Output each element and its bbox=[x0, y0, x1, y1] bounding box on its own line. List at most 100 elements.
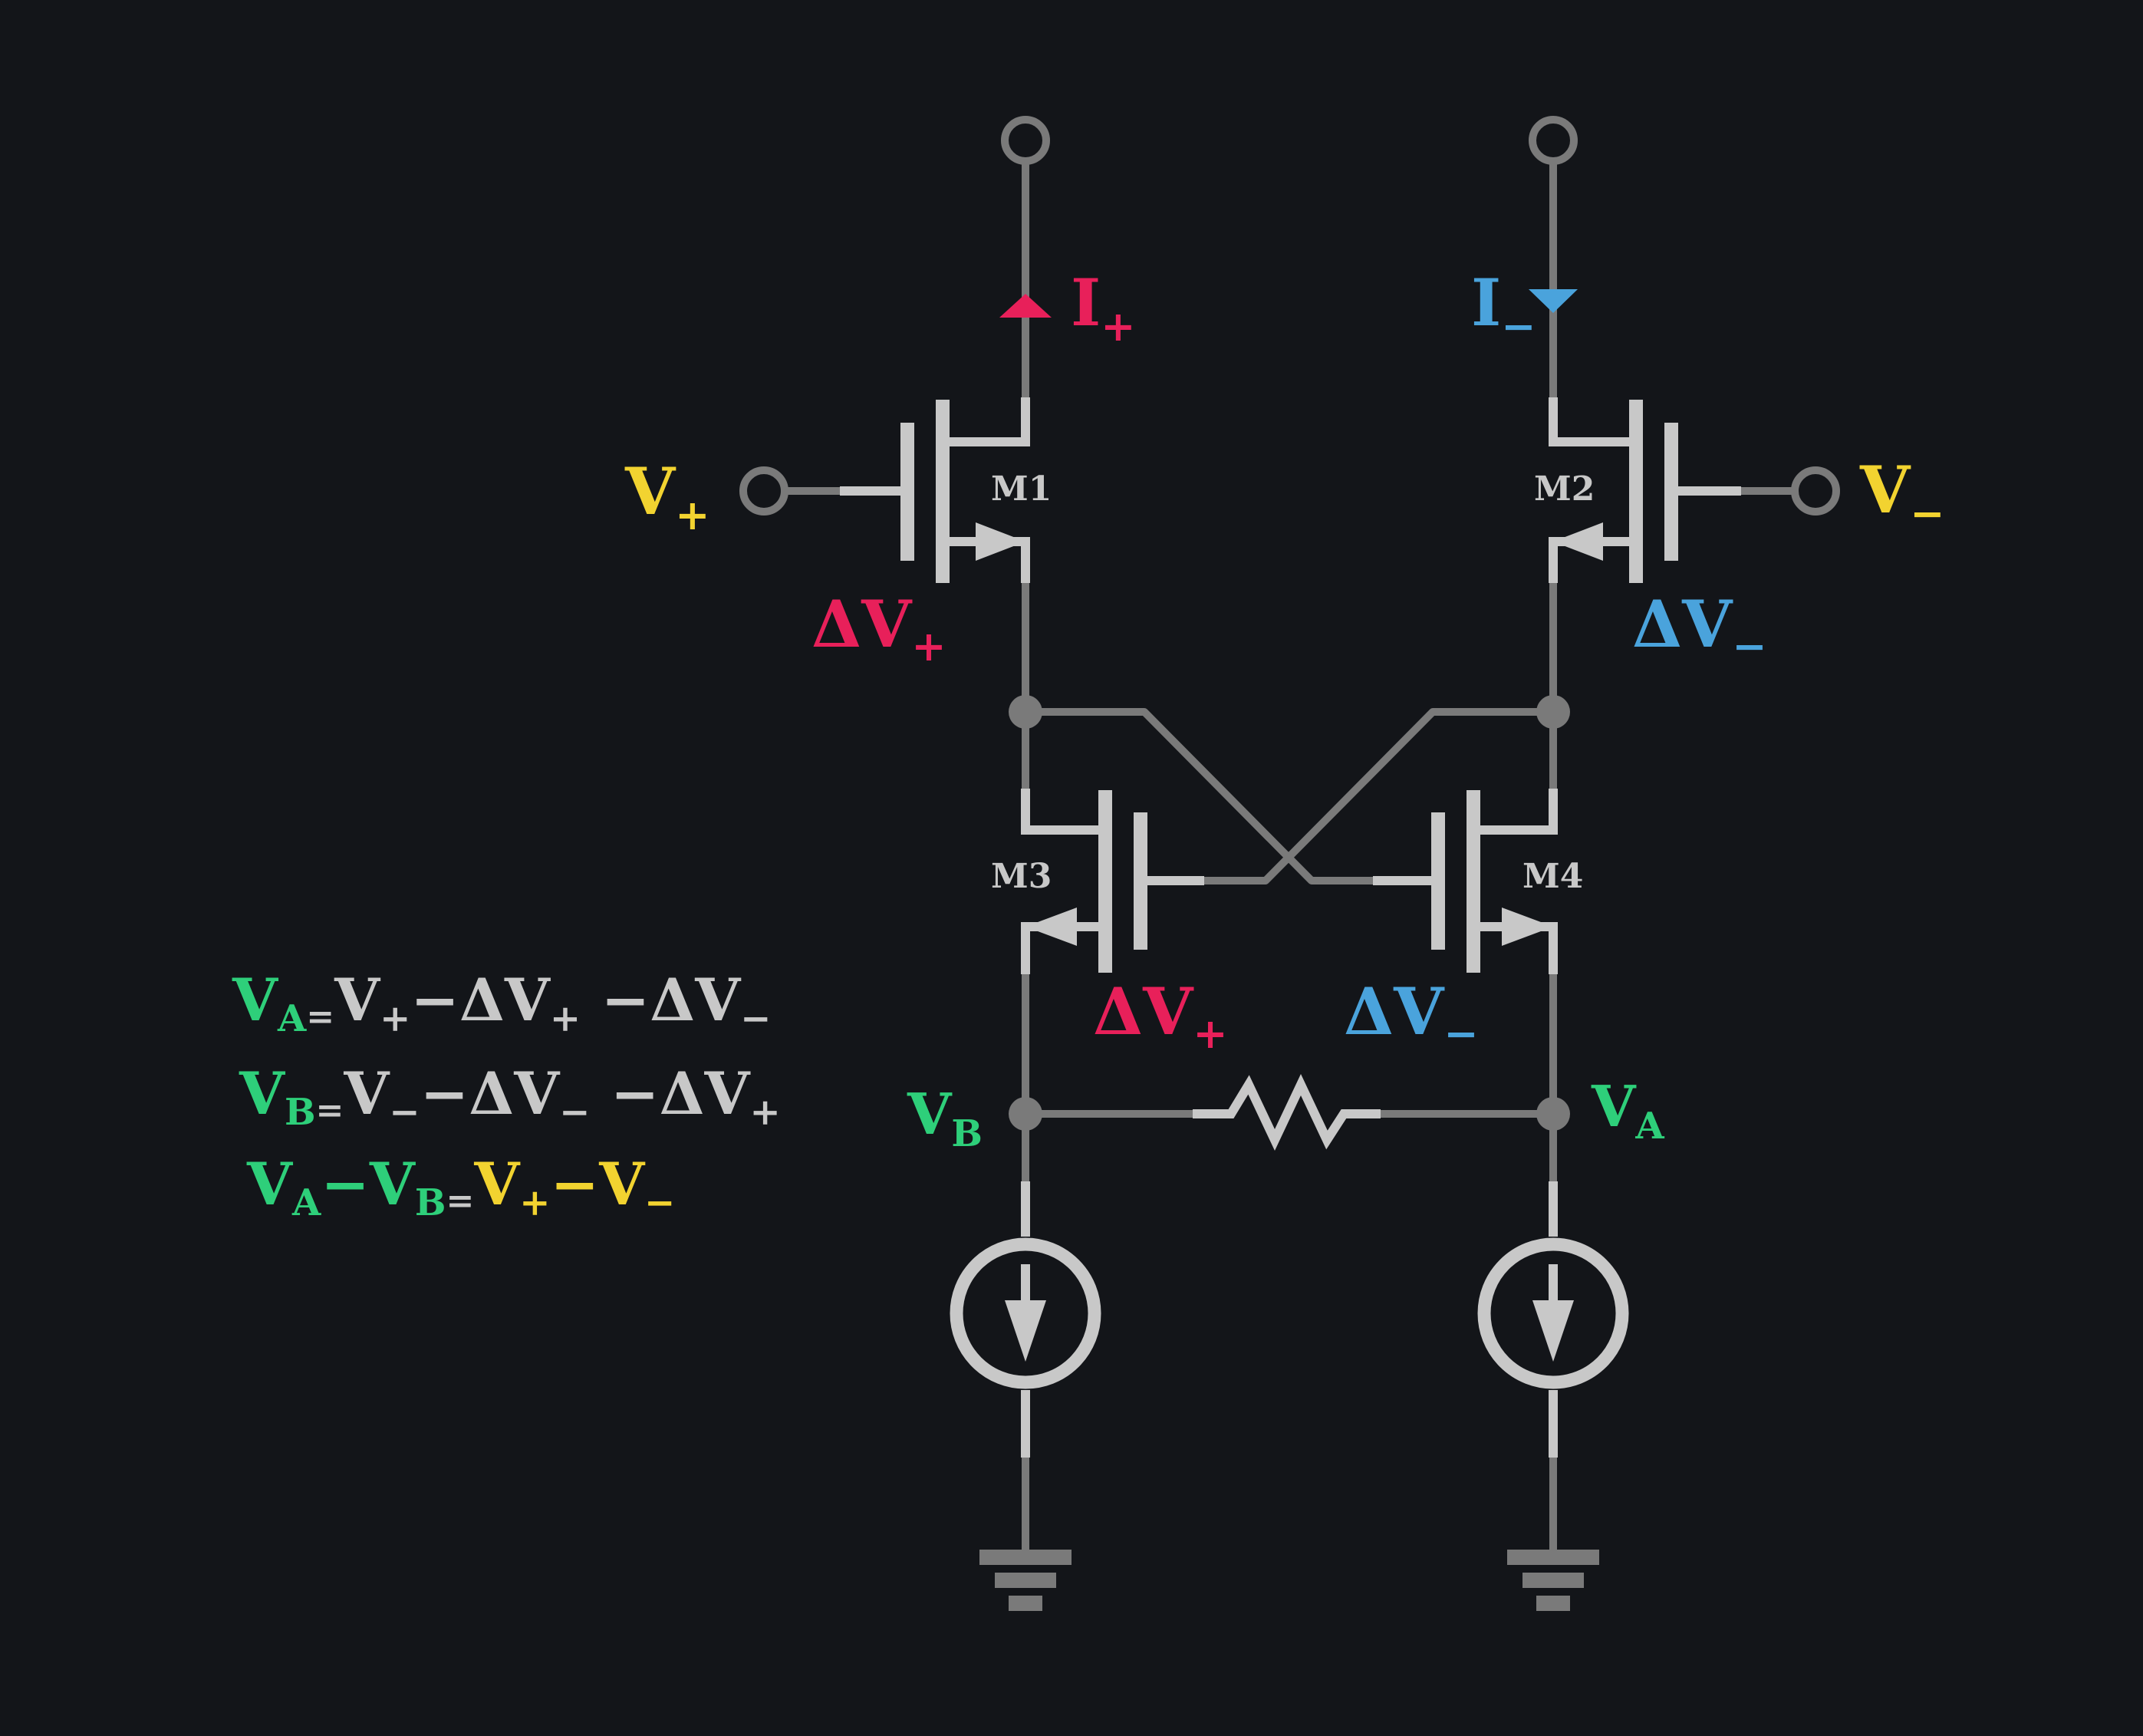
iminus-label: I− bbox=[1471, 265, 1536, 351]
current-source-right bbox=[1477, 1181, 1629, 1458]
vplus-label: V+ bbox=[624, 453, 709, 539]
equation-term: V bbox=[239, 1059, 286, 1128]
va-node-sub: A bbox=[1634, 1105, 1664, 1148]
equation-term: A bbox=[277, 997, 307, 1040]
m4-drain bbox=[1480, 789, 1558, 835]
junction-node-left-top bbox=[1009, 695, 1042, 729]
equation-term: + bbox=[519, 1181, 550, 1224]
iplus-main: I bbox=[1071, 265, 1101, 341]
ground-left-icon bbox=[979, 1550, 1072, 1611]
dvminus-bottom-main: ΔV bbox=[1344, 973, 1445, 1049]
vplus-main: V bbox=[624, 453, 676, 529]
equation-term: + bbox=[750, 1091, 781, 1134]
vb-node-label: VB bbox=[907, 1082, 983, 1155]
current-source-left-arrow-icon bbox=[1005, 1300, 1046, 1362]
dvminus-bottom-label: ΔV− bbox=[1344, 973, 1479, 1058]
vplus-sub: + bbox=[675, 490, 709, 539]
wire-cross-right-to-m3-gate bbox=[1200, 708, 1557, 884]
iplus-label: I+ bbox=[1071, 265, 1136, 351]
m2-source-arrow-icon bbox=[1553, 522, 1603, 561]
equation-term: = bbox=[306, 997, 334, 1036]
ground-right-icon bbox=[1507, 1550, 1599, 1611]
equation-term: V bbox=[343, 1059, 390, 1128]
iplus-sub: + bbox=[1101, 301, 1135, 351]
m4-label: M4 bbox=[1522, 857, 1583, 896]
dvplus-bottom-main: ΔV bbox=[1093, 973, 1194, 1049]
m4-source-arrow-icon bbox=[1502, 908, 1553, 946]
m2-drain bbox=[1549, 397, 1629, 446]
equation-term: −V bbox=[551, 1150, 647, 1218]
equation-term: −ΔV bbox=[590, 1059, 751, 1128]
m3-label: M3 bbox=[991, 857, 1052, 896]
dvplus-top-sub: + bbox=[911, 621, 946, 670]
dvplus-bottom-label: ΔV+ bbox=[1093, 973, 1228, 1058]
vminus-main: V bbox=[1859, 452, 1911, 528]
dvminus-top-main: ΔV bbox=[1632, 586, 1733, 662]
transistor-m4 bbox=[1373, 789, 1558, 974]
equation-term: B bbox=[415, 1181, 446, 1224]
junction-node-va bbox=[1536, 1097, 1570, 1131]
va-node-main: V bbox=[1591, 1074, 1637, 1140]
iminus-main: I bbox=[1471, 265, 1501, 341]
equation-term: −ΔV bbox=[420, 1059, 561, 1128]
equation-line: VA=V+−ΔV+ −ΔV− bbox=[232, 966, 771, 1040]
equation-term: V bbox=[473, 1150, 521, 1218]
junction-node-vb bbox=[1009, 1097, 1042, 1131]
supply-terminal-left bbox=[1001, 116, 1050, 165]
supply-terminal-right bbox=[1529, 116, 1578, 165]
equation-term: −ΔV bbox=[410, 966, 551, 1034]
equation-term: V bbox=[232, 966, 279, 1034]
input-terminal-vplus bbox=[739, 466, 788, 516]
dvminus-bottom-sub: − bbox=[1443, 1009, 1478, 1058]
vminus-label: V− bbox=[1859, 452, 1944, 538]
equation-term: V bbox=[246, 1150, 294, 1218]
equation-term: −V bbox=[321, 1150, 416, 1218]
equation-term: = bbox=[446, 1181, 474, 1220]
equation-term: − bbox=[559, 1091, 590, 1134]
current-source-left bbox=[950, 1181, 1101, 1458]
vb-node-sub: B bbox=[951, 1112, 983, 1155]
wire-cross-left-to-m4-gate bbox=[1022, 708, 1377, 884]
va-node-label: VA bbox=[1591, 1074, 1664, 1148]
current-source-left-ring bbox=[950, 1237, 1101, 1389]
dvminus-top-label: ΔV− bbox=[1632, 586, 1767, 670]
equation-term: + bbox=[380, 997, 410, 1040]
equation-term: + bbox=[550, 997, 581, 1040]
equation-line: VB=V−−ΔV− −ΔV+ bbox=[239, 1059, 781, 1134]
vminus-sub: − bbox=[1910, 489, 1944, 538]
transistor-m3 bbox=[1021, 789, 1204, 974]
m3-drain bbox=[1021, 789, 1098, 835]
current-arrow-down-icon bbox=[1529, 289, 1578, 313]
equation-term: = bbox=[316, 1091, 344, 1130]
equation-term: − bbox=[389, 1091, 420, 1134]
iminus-sub: − bbox=[1501, 301, 1536, 351]
junction-node-right-top bbox=[1536, 695, 1570, 729]
equation-term: − bbox=[740, 997, 771, 1040]
current-source-right-ring bbox=[1477, 1237, 1629, 1389]
equation-line: VA−VB=V+−V− bbox=[246, 1150, 675, 1224]
input-terminal-vminus bbox=[1791, 466, 1840, 516]
equation-term: − bbox=[644, 1181, 675, 1224]
dvplus-top-main: ΔV bbox=[811, 586, 913, 662]
transistor-m1 bbox=[840, 397, 1030, 583]
resistor-icon bbox=[1193, 1073, 1381, 1151]
m3-source-arrow-icon bbox=[1025, 908, 1077, 946]
m2-label: M2 bbox=[1534, 469, 1595, 509]
equation-term: B bbox=[285, 1091, 316, 1134]
equation-term: V bbox=[334, 966, 381, 1034]
m1-label: M1 bbox=[991, 469, 1052, 509]
current-source-right-arrow-icon bbox=[1532, 1300, 1574, 1362]
vb-node-main: V bbox=[907, 1082, 953, 1148]
dvplus-top-label: ΔV+ bbox=[811, 586, 946, 670]
equation-term: −ΔV bbox=[581, 966, 742, 1034]
equation-term: A bbox=[291, 1181, 321, 1224]
current-arrow-up-icon bbox=[999, 294, 1052, 318]
dvminus-top-sub: − bbox=[1732, 621, 1766, 670]
transistor-m2 bbox=[1549, 397, 1741, 583]
equations: VA=V+−ΔV+ −ΔV−VB=V−−ΔV− −ΔV+VA−VB=V+−V− bbox=[232, 966, 781, 1224]
m1-drain bbox=[950, 397, 1030, 446]
m1-source-arrow-icon bbox=[976, 522, 1025, 561]
dvplus-bottom-sub: + bbox=[1193, 1009, 1227, 1058]
